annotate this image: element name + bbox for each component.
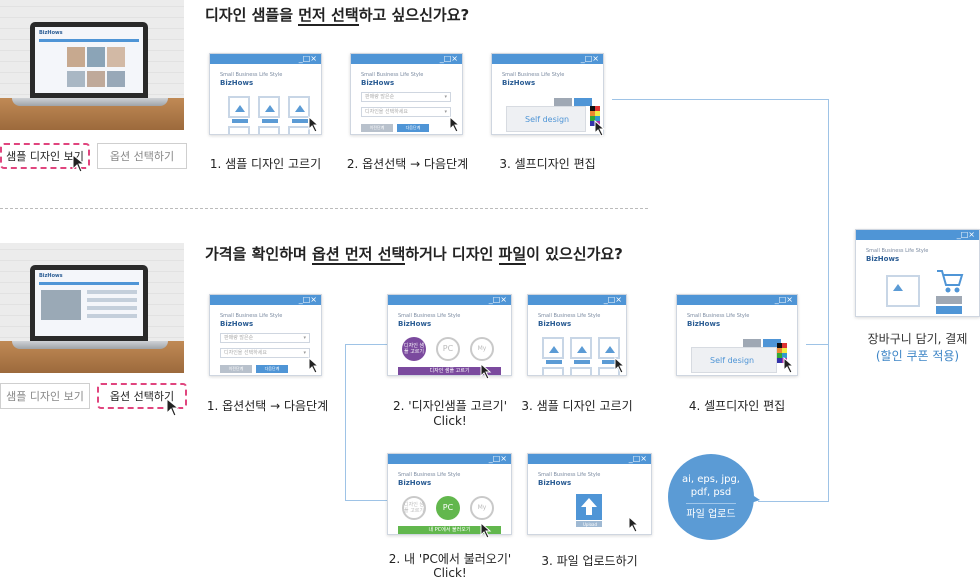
step-caption: 2. 내 'PC에서 불러오기' Click! [388, 552, 512, 580]
section2-heading: 가격을 확인하며 옵션 먼저 선택하거나 디자인 파일이 있으신가요? [205, 245, 623, 265]
final-caption: 장바구니 담기, 결제 (할인 쿠폰 적용) [867, 332, 968, 363]
step-caption: 2. 옵션선택 → 다음단계 [346, 157, 469, 171]
cursor-icon [72, 154, 86, 173]
cursor-icon [628, 516, 640, 533]
bubble-tail-icon [748, 492, 760, 504]
cursor-icon [308, 357, 320, 374]
section1-heading: 디자인 샘플을 먼저 선택하고 싶으신가요? [205, 6, 470, 26]
step-caption: 1. 옵션선택 → 다음단계 [206, 399, 329, 413]
cursor-icon [480, 522, 492, 539]
cursor-icon [166, 398, 180, 417]
option-select-button[interactable]: 옵션 선택하기 [97, 143, 187, 169]
cursor-icon [480, 363, 492, 380]
step-caption: 3. 파일 업로드하기 [541, 554, 638, 568]
step-caption: 3. 셀프디자인 편집 [499, 157, 596, 171]
step-caption: 2. '디자인샘플 고르기' Click! [393, 399, 507, 428]
shopping-cart-icon [937, 270, 964, 293]
laptop-illustration: BizHows [0, 243, 184, 373]
cursor-icon [594, 120, 606, 137]
step-caption: 4. 셀프디자인 편집 [688, 399, 786, 413]
upload-arrow-icon [576, 494, 602, 527]
step-caption: 3. 샘플 디자인 고르기 [521, 399, 633, 413]
cursor-icon [614, 357, 626, 374]
cursor-icon [783, 357, 795, 374]
file-format-bubble: ai, eps, jpg, pdf, psd 파일 업로드 [668, 454, 754, 540]
sample-design-button[interactable]: 샘플 디자인 보기 [0, 383, 90, 409]
cursor-icon [449, 116, 461, 133]
step-caption: 1. 샘플 디자인 고르기 [209, 157, 322, 171]
laptop-illustration: BizHows [0, 0, 184, 130]
cursor-icon [308, 116, 320, 133]
